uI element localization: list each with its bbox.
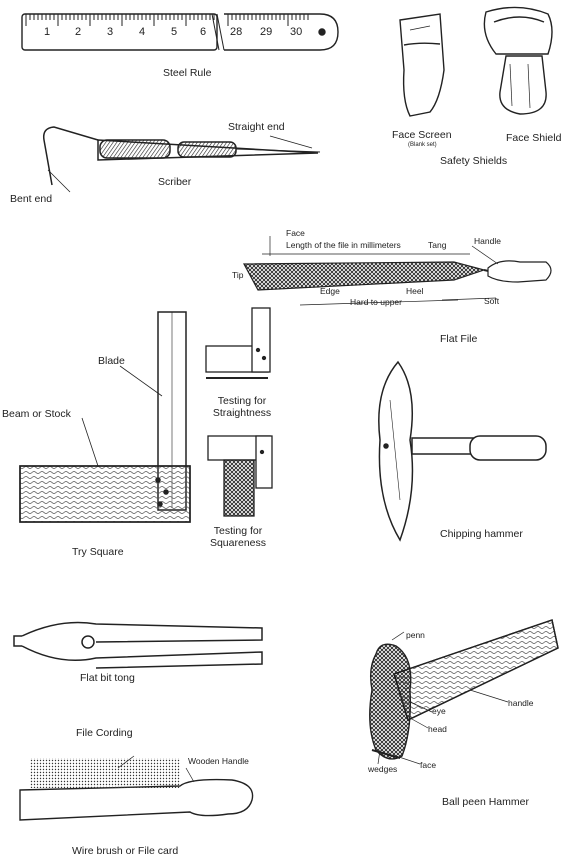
bent-end-label: Bent end [10,193,53,205]
hammer-handle-label: handle [508,698,534,708]
face-shield-drawing [483,6,553,115]
steel-rule-label: Steel Rule [163,67,212,79]
testing-straightness-drawing [205,307,271,379]
testing-squareness-drawing [207,435,273,517]
rule-number-29: 29 [260,26,273,38]
face-screen-label: Face Screen [392,129,452,141]
rule-ticks [25,14,309,26]
wooden-handle-label: Wooden Handle [188,756,249,766]
hammer-wedges-label: wedges [368,764,398,774]
flat-file-label: Flat File [440,333,478,345]
rule-number-5: 5 [171,26,178,38]
hammer-eye-label: eye [432,706,446,716]
rule-number-2: 2 [75,26,82,38]
file-tang-label: Tang [428,240,447,250]
file-hard-label: Hard to upper [350,297,402,307]
blade-label: Blade [98,355,125,367]
wire-brush [19,755,254,821]
testing-squareness-label: Testing for Squareness [209,525,267,549]
straight-end-label: Straight end [228,121,285,133]
file-tip-label: Tip [232,270,244,280]
rule-number-3: 3 [107,26,114,38]
scriber-label: Scriber [158,176,192,188]
file-face-label: Face [286,228,305,238]
hammer-penn-label: penn [406,630,425,640]
face-screen-sublabel: (Blank set) [408,142,437,148]
ball-peen-hammer [369,619,559,765]
flat-bit-tong [13,621,263,669]
hammer-head-label: head [428,724,447,734]
file-length-label: Length of the file in millimeters [286,240,401,250]
rule-number-28: 28 [230,26,243,38]
beam-stock-label: Beam or Stock [2,408,71,420]
hammer-face-label: face [420,760,437,770]
face-shield-label: Face Shield [506,132,562,144]
try-square-label: Try Square [72,546,124,558]
face-screen-drawing [399,13,445,117]
file-heel-label: Heel [406,286,424,296]
rule-number-1: 1 [44,26,51,38]
safety-shields-label: Safety Shields [440,155,508,167]
chipping-hammer [378,360,547,542]
rule-number-30: 30 [290,26,303,38]
file-cording-label: File Cording [76,727,133,739]
ball-peen-hammer-label: Ball peen Hammer [442,796,529,808]
file-soft-label: Soft [484,296,500,306]
scriber [42,126,321,193]
file-handle-label: Handle [474,236,501,246]
steel-rule [21,13,339,51]
try-square [19,311,191,523]
wire-brush-label: Wire brush or File card [72,845,179,857]
rule-number-6: 6 [200,26,207,38]
flat-file [243,236,552,306]
rule-number-4: 4 [139,26,146,38]
file-edge-label: Edge [320,286,340,296]
testing-straightness-label: Testing for Straightness [212,395,272,419]
flat-bit-tong-label: Flat bit tong [80,672,135,684]
chipping-hammer-label: Chipping hammer [440,528,523,540]
